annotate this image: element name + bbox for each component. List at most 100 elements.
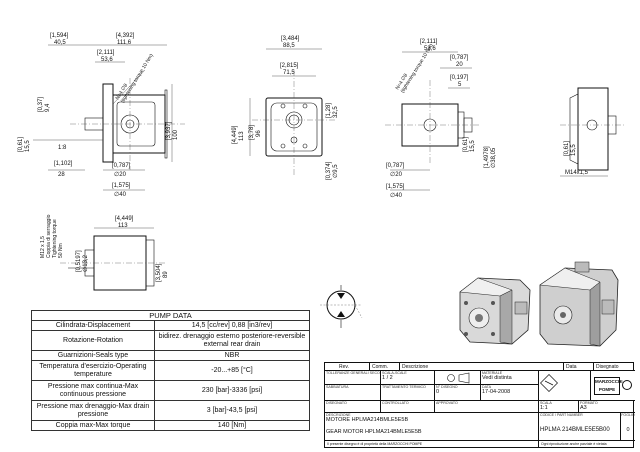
dim-label: [0,787] [450,55,469,61]
table-row: Temperatura d'esercizio-Operating temper… [31,360,310,381]
dim-label: [1,575] [386,184,405,190]
dim-label: ∅40 [390,192,403,199]
row-value: 3 [bar]-43,5 [psi] [154,400,310,421]
material-caption: MATERIALE [482,371,503,375]
dim-label: [3,78] [249,125,255,140]
dim-label: [0,374] [326,161,332,180]
hydraulic-symbol [320,285,363,328]
part-number-value: HPLMA 214BMLE5E5B00 [540,427,610,433]
dim-label: 89 [163,271,169,278]
drawing-number-caption: N° DISEGNO [436,385,458,389]
dim-label: 15,5 [470,140,476,152]
title-block: Rev. Comm. Descrizione Data Disegnato TO… [324,362,635,448]
dim-label: 32,5 [333,106,339,118]
scale-value: 1 / 2 [382,375,393,381]
pump-data-table: PUMP DATA Cilindrata-Displacement 14,5 [… [31,310,310,431]
scale2-value: 1:1 [540,405,548,411]
row-value: bidirez. drenaggio esterno posteriore-re… [154,330,310,351]
approved-caption: APPROVATO [436,401,458,405]
dim-label: [0,787] [386,163,405,169]
dim-label: 15,5 [571,144,577,156]
dim-label: 20 [456,62,463,68]
part-number-caption: CODICE / PART NUMBER [540,413,583,417]
dim-label: [0,61] [18,137,24,152]
dim-label: [1,28] [326,103,332,118]
row-label: Rotazione-Rotation [31,330,155,351]
hole-note: (tightening torque 10 Nm) [120,53,155,105]
description-caption: DESCRIZIONE [326,413,351,417]
dim-label: 88,5 [283,43,295,49]
projection-symbol [435,371,481,385]
dim-label: [0,787] [112,163,131,169]
dim-label: 15,5 [25,140,31,152]
sandblast-caption: SABBIATURA [326,385,349,389]
dim-label: 71,5 [283,70,295,76]
dim-label: 113 [118,223,128,229]
table-row: Guarnizioni-Seals type NBR [31,350,310,361]
dim-label: [1,102] [54,161,73,167]
dim-label: 5 [458,82,462,88]
dim-label: [0,61] [564,141,570,156]
footer-notice: Il presente disegno è di proprietà della… [325,441,539,448]
table-row: Pressione max drenaggio-Max drain pressi… [31,400,310,421]
drawn-caption: DISEGNATO [326,401,347,405]
date-label: Data [563,363,593,371]
desc-label: Descrizione [399,363,549,371]
dim-label: [1,4978] [484,146,490,168]
dim-label: [0,197] [450,75,469,81]
dim-label: [0,61] [463,137,469,152]
row-label: Pressione max drenaggio-Max drain pressi… [31,400,155,421]
bottom-view: [4,449] 113 [0,5197] ∅13,2 [3,504] 89 M1… [40,214,169,291]
format-caption: FORMATO [580,401,598,405]
table-row: Coppia max-Max torque 140 [Nm] [31,420,310,431]
dim-label: [3,937] [166,121,172,140]
brand-logo [539,371,591,401]
brand-line2: POMPE [598,387,616,392]
date-caption: DATA [482,385,492,389]
pump-render-rear [539,261,619,347]
rear-view: [3,484] 88,5 [2,815] 71,5 [1,28] 32,5 [4… [232,36,339,180]
description-en: GEAR MOTOR HPLMA214BMLE5E5B [326,429,422,435]
scale-caption: SCALA-SCALE [382,371,407,375]
comm-label: Comm. [369,363,399,371]
description-it: MOTORE HPLMA214BMLE5E5B [326,417,409,423]
dim-label: 53,6 [424,46,436,52]
material-value: Vedi distinta [482,375,512,381]
sheet-value: 0 [626,427,630,433]
dim-label: ∅9,5 [332,164,339,178]
dim-label: 96 [256,130,262,137]
table-row: Pressione max continua-Max continuous pr… [31,380,310,401]
dim-label: [0,5197] [76,250,82,272]
dim-label: [3,504] [156,263,162,282]
row-value: 230 [bar]-3336 [psi] [154,380,310,401]
dim-label: 40,5 [54,40,66,46]
dim-label: [2,815] [280,63,299,69]
heat-caption: TRATTAMENTO TERMICO [382,385,426,389]
checked-caption: CONTROLLATO [382,401,409,405]
front-view: [1,594] 40,5 [4,392] 111,6 [2,111] 53,6 … [18,33,185,198]
thread-label: M14x1,5 [565,170,589,176]
side-view: N=4 ∅8 (tightening torque 10 Nm) [2,111]… [385,39,497,199]
pump-render-front [459,277,531,345]
date-value: 17-04-2008 [482,389,511,395]
table-row: Cilindrata-Displacement 14,5 [cc/rev] 0,… [31,320,310,331]
dim-label: 100 [173,129,179,140]
row-label: Guarnizioni-Seals type [31,350,155,361]
dim-label: ∅40 [114,191,127,198]
thread-note: M12 x 1,5 [40,236,46,258]
row-value: NBR [154,350,310,361]
row-value: 14,5 [cc/rev] 0,88 [in3/rev] [154,320,310,331]
dim-label: ∅13,2 [82,254,89,272]
drawer-label: Disegnato [593,363,635,371]
row-value: 140 [Nm] [154,420,310,431]
dim-label: ∅20 [390,171,403,178]
dim-label: ∅20 [114,171,127,178]
dim-label: 53,6 [101,57,113,63]
drawing-number-value: 0 [436,389,440,395]
company-logo: MARZOCCHI POMPE [591,371,635,401]
row-value: -20...+85 [°C] [154,360,310,381]
dim-label: ∅38,05 [490,147,497,168]
chamfer-label: 1:8 [58,145,67,151]
table-row: Rotazione-Rotation bidirez. drenaggio es… [31,330,310,351]
dim-label: [4,449] [115,216,134,222]
